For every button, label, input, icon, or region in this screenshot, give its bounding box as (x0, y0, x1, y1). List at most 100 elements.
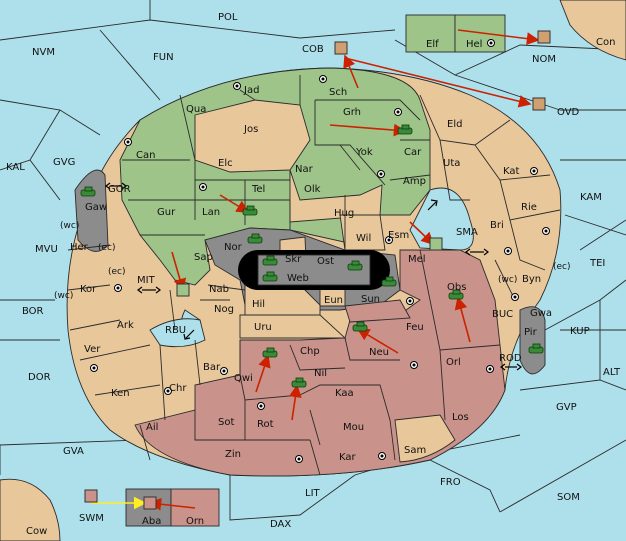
label-esm: Esm (388, 230, 409, 241)
coast-byn-wc: (wc) (498, 275, 517, 285)
label-rie: Rie (521, 202, 537, 213)
label-gwa: Gwa (530, 308, 552, 319)
label-tei: TEI (589, 258, 605, 269)
coast-kor-ec: (ec) (108, 267, 126, 277)
label-uta: Uta (443, 158, 460, 169)
coast-kor-wc: (wc) (54, 291, 73, 301)
coast-gwa-ec: (ec) (553, 262, 571, 272)
label-orn: Orn (186, 516, 204, 527)
label-sun: Sun (361, 294, 380, 305)
label-ver: Ver (84, 344, 101, 355)
red-labels: Obs Feu Neu Chp Qwi Nil Orl Kaa Ail Sot … (146, 282, 469, 527)
label-jos: Jos (243, 124, 258, 135)
label-gvg: GVG (53, 157, 75, 168)
label-zin: Zin (225, 449, 241, 460)
label-tel: Tel (251, 184, 265, 195)
label-rbu: RBU (165, 325, 186, 336)
label-gvp: GVP (556, 402, 577, 413)
label-kar: Kar (339, 452, 357, 463)
label-los: Los (452, 412, 469, 423)
label-olk: Olk (304, 184, 321, 195)
label-ail: Ail (146, 422, 158, 433)
coast-her-ec: (ec) (98, 243, 116, 253)
label-hel: Hel (466, 39, 482, 50)
region-wil (339, 214, 386, 251)
label-elf: Elf (426, 39, 439, 50)
province-borders (67, 75, 561, 476)
coast-her-wc: (wc) (60, 221, 79, 231)
label-som: SOM (557, 492, 580, 503)
supply-centers (90, 39, 550, 463)
label-byn: Byn (522, 274, 541, 285)
label-nog: Nog (214, 304, 234, 315)
label-kat: Kat (503, 166, 520, 177)
green-labels: Elf Hel Jad Sch Qua Grh Can Car Yok Nar … (136, 39, 482, 265)
label-feu: Feu (406, 322, 424, 333)
label-hug: Hug (334, 208, 354, 219)
region-pir (519, 306, 546, 375)
label-hil: Hil (252, 299, 265, 310)
label-ark: Ark (117, 320, 134, 331)
label-aba: Aba (142, 516, 161, 527)
label-chp: Chp (300, 346, 320, 357)
label-lit: LIT (305, 488, 321, 499)
label-fun: FUN (153, 52, 174, 63)
label-kor: Kor (80, 284, 97, 295)
region-jos-elc (194, 99, 311, 173)
label-mou: Mou (343, 422, 364, 433)
label-eld: Eld (447, 119, 462, 130)
label-nvm: NVM (32, 47, 55, 58)
label-nil: Nil (314, 368, 327, 379)
label-bar: Bar (203, 362, 221, 373)
label-eun: Eun (324, 295, 343, 306)
label-sap: Sap (194, 252, 213, 263)
label-cow: Cow (26, 526, 47, 537)
label-obs: Obs (447, 282, 466, 293)
label-uru: Uru (254, 322, 272, 333)
label-sam: Sam (404, 445, 426, 456)
label-neu: Neu (369, 347, 389, 358)
label-kal: KAL (6, 162, 25, 173)
label-nar: Nar (295, 164, 314, 175)
label-rod: ROD (499, 353, 522, 364)
gray-labels: Ost Web Sun Pir Aba (142, 256, 538, 527)
label-can: Can (136, 150, 155, 161)
label-nor: Nor (224, 242, 243, 253)
label-ovd: OVD (557, 107, 580, 118)
fleet-units (84, 30, 551, 510)
label-cob: COB (302, 44, 324, 55)
label-sot: Sot (218, 417, 234, 428)
label-qwi: Qwi (234, 373, 253, 384)
label-pol: POL (218, 12, 238, 23)
region-elf (405, 14, 456, 53)
label-fro: FRO (440, 477, 461, 488)
label-wil: Wil (356, 233, 371, 244)
label-pir: Pir (524, 327, 538, 338)
label-grh: Grh (343, 107, 361, 118)
label-kaa: Kaa (335, 388, 354, 399)
label-con: Con (596, 37, 615, 48)
label-jad: Jad (243, 85, 259, 96)
label-elc: Elc (218, 158, 233, 169)
rbu-sea (149, 318, 206, 348)
label-gor: GOR (108, 184, 131, 195)
label-lan: Lan (202, 207, 220, 218)
label-swm: SWM (79, 513, 104, 524)
label-bor: BOR (22, 306, 44, 317)
label-nom: NOM (532, 54, 556, 65)
label-mel: Mel (408, 254, 426, 265)
label-ken: Ken (111, 388, 130, 399)
label-mvu: MVU (35, 244, 58, 255)
label-amp: Amp (403, 176, 426, 187)
region-aba (125, 488, 172, 527)
label-gaw: Gaw (85, 202, 107, 213)
label-mit: MIT (137, 275, 156, 286)
order-arrows (148, 29, 540, 511)
region-sam (394, 414, 456, 463)
tan-labels: Jos Eld Elc Uta Kat Olk Rie Hug Bri Wil … (70, 119, 541, 456)
label-dor: DOR (28, 372, 51, 383)
label-car: Car (404, 147, 422, 158)
sea-labels: POL NVM FUN COB NOM Con OVD KAL GVG GOR … (6, 12, 621, 537)
label-ost: Ost (317, 256, 334, 267)
